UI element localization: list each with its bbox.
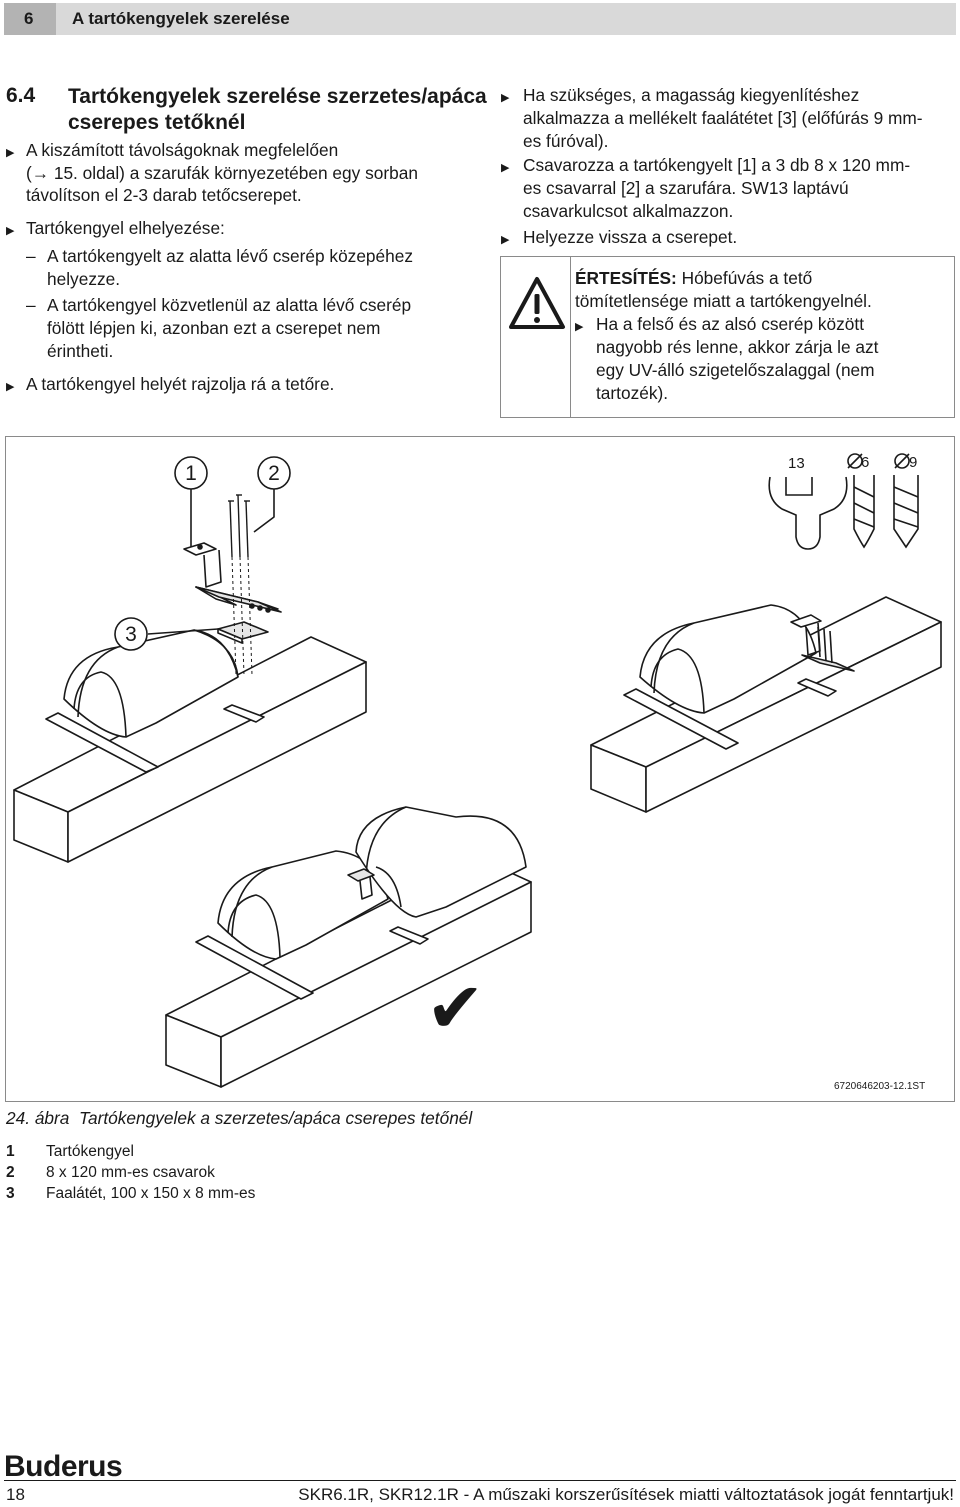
bullet-icon: ▶ <box>6 381 15 393</box>
footer-note: SKR6.1R, SKR12.1R - A műszaki korszerűsí… <box>298 1485 954 1504</box>
left-dash-1-line-2: helyezze. <box>47 269 121 289</box>
left-dash-2-line-1: A tartókengyel közvetlenül az alatta lév… <box>47 295 412 315</box>
mounting-bracket-installed <box>790 614 855 672</box>
notice-line-2: tömítetlensége miatt a tartókengyelnél. <box>575 291 872 311</box>
legend-item: 2 8 x 120 mm-es csavarok <box>6 1164 215 1182</box>
callout-circle-3 <box>114 617 148 651</box>
callout-circle-1 <box>174 456 208 490</box>
notice-bullet-line-4: tartozék). <box>596 383 669 403</box>
drill-size-6-label: 6 <box>861 454 869 471</box>
brand-logo: Buderus <box>4 1450 123 1483</box>
bullet-icon: ▶ <box>501 92 510 104</box>
right-bullet-2-line-1: Csavarozza a tartókengyelt [1] a 3 db 8 … <box>523 155 911 175</box>
drawing-id: 6720646203-12.1ST <box>834 1081 925 1092</box>
chapter-title: A tartókengyelek szerelése <box>72 9 290 28</box>
callout-circle-2 <box>257 456 291 490</box>
notice-bullet-line-1: Ha a felső és az alsó cserép között <box>596 314 864 334</box>
drill-size-9-label: 9 <box>909 454 917 471</box>
drill-bit-6-icon <box>847 453 875 549</box>
wood-pad-exploded <box>217 621 269 644</box>
left-bullet-1-line-3: távolítson el 2-3 darab tetőcserepet. <box>26 185 302 205</box>
bullet-icon: ▶ <box>6 225 15 237</box>
left-dash-2-line-2: fölött lépjen ki, azonban ezt a cserepet… <box>47 318 381 338</box>
legend-text: Faalátét, 100 x 150 x 8 mm-es <box>46 1185 256 1202</box>
notice-line-1: ÉRTESÍTÉS: Hóbefúvás a tető <box>575 267 812 290</box>
section-number: 6.4 <box>6 84 36 107</box>
left-bullet-2-line-1: Tartókengyel elhelyezése: <box>26 218 225 238</box>
callout-leaders <box>147 489 275 635</box>
mounting-bracket-finished <box>347 868 375 900</box>
right-bullet-1-line-1: Ha szükséges, a magasság kiegyenlítéshez <box>523 85 860 105</box>
right-bullet-1-line-2: alkalmazza a mellékelt faalátétet [3] (e… <box>523 108 923 128</box>
dash-icon: – <box>26 246 36 266</box>
legend-text: 8 x 120 mm-es csavarok <box>46 1164 215 1181</box>
callout-label-1: 1 <box>185 462 197 485</box>
left-bullet-3-line-1: A tartókengyel helyét rajzolja rá a tető… <box>26 374 335 394</box>
wrench-icon <box>768 476 848 550</box>
chapter-header: 6 A tartókengyelek szerelése <box>4 3 956 35</box>
legend-key: 2 <box>6 1164 15 1181</box>
bullet-icon: ▶ <box>501 234 510 246</box>
right-bullet-1-line-3: es fúróval). <box>523 131 609 151</box>
figure-caption-text: Tartókengyelek a szerzetes/apáca cserepe… <box>79 1108 473 1128</box>
footer-rule <box>4 1480 956 1481</box>
left-bullet-1-line-2: (→ 15. oldal) a szarufák környezetében e… <box>26 163 418 183</box>
notice-line-1-text: Hóbefúvás a tető <box>676 268 813 288</box>
notice-bullet-line-2: nagyobb rés lenne, akkor zárja le azt <box>596 337 879 357</box>
monk-tile-left <box>63 629 239 738</box>
checkmark-icon: ✔ <box>426 967 485 1049</box>
dash-icon: – <box>26 295 36 315</box>
bullet-icon: ▶ <box>6 147 15 159</box>
callout-label-2: 2 <box>268 462 280 485</box>
installation-illustration: 1 2 3 13 6 9 ✔ 6720646203-12.1ST <box>13 453 942 1092</box>
legend-text: Tartókengyel <box>46 1143 134 1160</box>
right-bullet-2-line-2: es csavarral [2] a szarufára. SW13 laptá… <box>523 178 849 198</box>
monk-tile-right <box>639 604 817 714</box>
left-dash-1-line-1: A tartókengyelt az alatta lévő cserép kö… <box>47 246 414 266</box>
left-bullet-1-line-1: A kiszámított távolságoknak megfelelően <box>26 140 339 160</box>
drill-bit-9-icon <box>893 453 919 549</box>
rafter-beam-left <box>13 636 367 863</box>
bullet-icon: ▶ <box>575 321 584 333</box>
section-title: Tartókengyelek szerelése szerzetes/apáca… <box>68 85 487 134</box>
legend-key: 1 <box>6 1143 15 1160</box>
notice-divider <box>570 257 571 417</box>
left-dash-2-line-3: érintheti. <box>47 341 114 361</box>
monk-tile-bottom-upper <box>355 806 527 918</box>
figure-caption-number: 24. ábra <box>6 1108 70 1128</box>
chapter-number: 6 <box>4 3 56 35</box>
right-bullet-2-line-3: csavarkulcsot alkalmazzon. <box>523 201 734 221</box>
page-number: 18 <box>6 1485 25 1504</box>
mounting-bracket-exploded <box>183 542 282 613</box>
notice-label: ÉRTESÍTÉS: <box>575 268 677 288</box>
legend-item: 3 Faalátét, 100 x 150 x 8 mm-es <box>6 1185 255 1203</box>
bullet-icon: ▶ <box>501 162 510 174</box>
right-bullet-3-line-1: Helyezze vissza a cserepet. <box>523 227 738 247</box>
legend-item: 1 Tartókengyel <box>6 1143 134 1161</box>
figure-caption: 24. ábra Tartókengyelek a szerzetes/apác… <box>6 1108 472 1129</box>
warning-triangle-icon <box>509 277 565 329</box>
callout-label-3: 3 <box>125 623 137 646</box>
notice-bullet-line-3: egy UV-álló szigetelőszalaggal (nem <box>596 360 875 380</box>
notice-box: ÉRTESÍTÉS: Hóbefúvás a tető tömítetlensé… <box>500 256 955 418</box>
figure-frame: 1 2 3 13 6 9 ✔ 6720646203-12.1ST <box>5 436 955 1102</box>
screws-exploded <box>228 494 250 558</box>
wrench-size-label: 13 <box>788 455 805 472</box>
legend-key: 3 <box>6 1185 15 1202</box>
monk-tile-bottom-lower <box>217 850 389 960</box>
